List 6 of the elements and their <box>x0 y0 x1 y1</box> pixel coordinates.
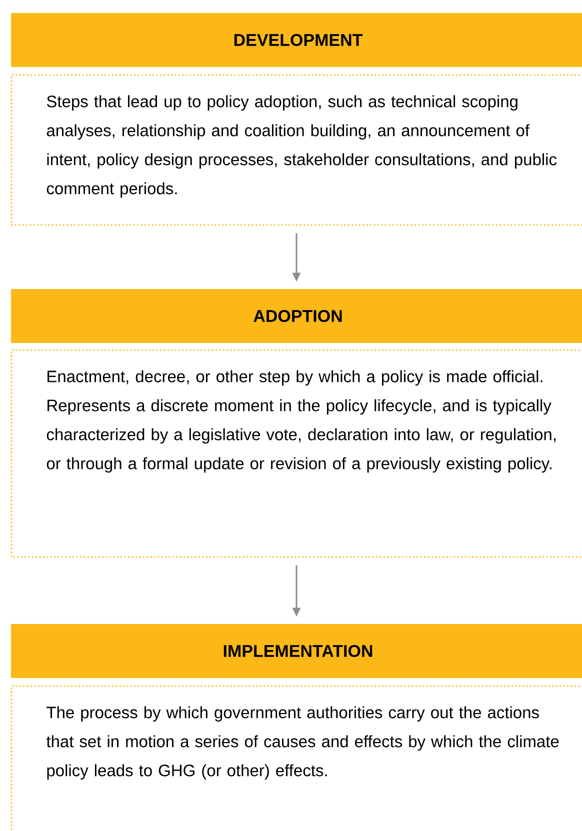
node-label: The process by which government authorities carry out the actions that set in motion a series of causes and effects by which the climate policy leads to GHG (or other) effects. <box>46 706 559 780</box>
node-label: Enactment, decree, or other step by which a policy is made official. Represents a discrete moment in the policy lifecycle, and is typically characterized by a legislative vote, declaration into law, or regulation, or through a formal update or revision of a previously existing policy. <box>46 370 556 473</box>
node-label: Steps that lead up to policy adoption, such as technical scoping analyses, relationship and coalition building, an announcement of intent, policy design processes, stakeholder consultations, and public comment periods. <box>46 95 557 198</box>
stage-box: IMPLEMENTATION The process by which government authorities carry out the actions that set in motion a series of causes and effects by which the climate policy leads to GHG (or other) effects. <box>10 624 582 831</box>
stage-box: ADOPTION Enactment, decree, or other step by which a policy is made official. Represents a discrete moment in the policy lifecycle, and is typically characterized by a legislative vote, declaration into law, or regulation, or through a formal update or revision of a previously existing policy. <box>10 289 582 558</box>
stage-box: DEVELOPMENT Steps that lead up to policy adoption, such as technical scoping analyses, relationship and coalition building, an announcement of intent, policy design processes, stakeholder consultations, and public comment periods. <box>10 13 582 226</box>
